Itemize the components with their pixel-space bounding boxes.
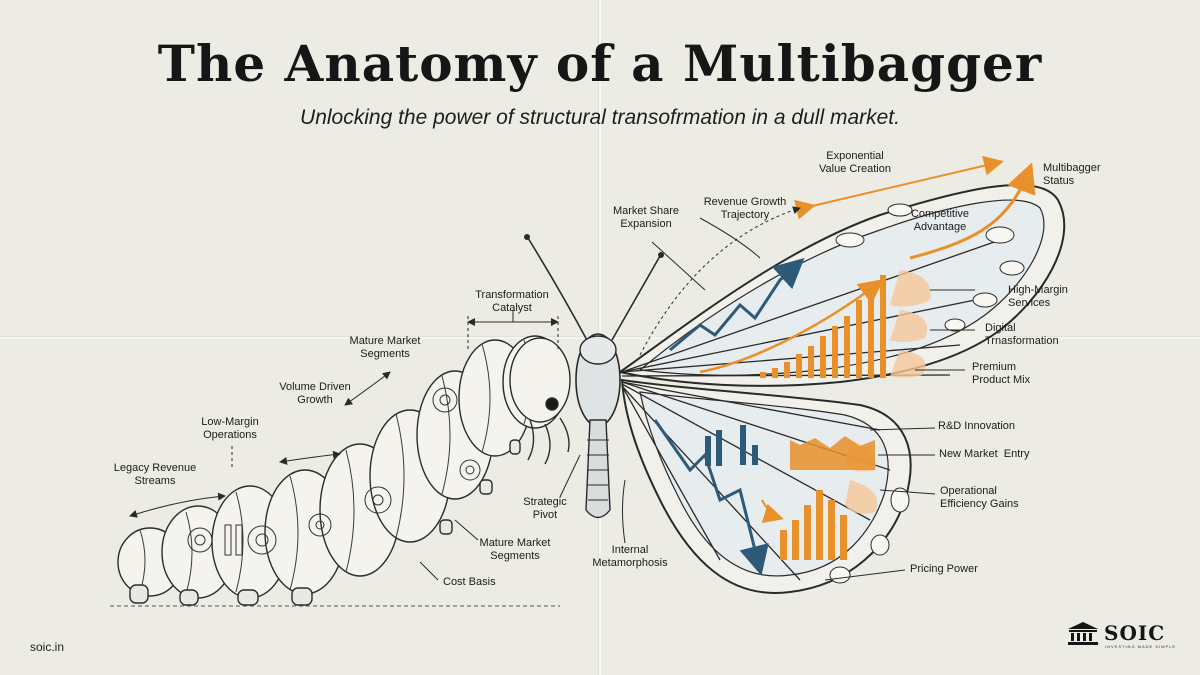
label-market-share: Market Share Expansion [612,205,680,230]
label-transformation-catalyst: Transformation Catalyst [475,289,549,314]
label-low-margin: Low-Margin Operations [201,416,259,441]
label-strategic-pivot: Strategic Pivot [523,496,567,521]
label-legacy-revenue: Legacy Revenue Streams [113,462,197,487]
brand-tagline: INVESTING MADE SIMPLE [1105,644,1177,649]
label-multibagger-status: Multibagger Status [1043,162,1101,187]
page-subtitle: Unlocking the power of structural transo… [300,106,900,129]
label-high-margin: High-Margin Services [1008,284,1068,309]
page-title: The Anatomy of a Multibagger [157,34,1043,93]
label-revenue-growth: Revenue Growth Trajectory [703,196,787,221]
label-cost-basis: Cost Basis [443,576,496,588]
label-pricing-power: Pricing Power [910,563,978,575]
callout-lines [129,155,1004,581]
label-operational-efficiency: Operational Efficiency Gains [940,485,1019,510]
soic-logo: SOIC INVESTING MADE SIMPLE [1066,620,1186,649]
label-mature-segments-top: Mature Market Segments [349,335,421,360]
label-exponential-value: Exponential Value Creation [819,150,891,175]
label-mature-segments-bottom: Mature Market Segments [479,537,551,562]
label-rnd-innovation: R&D Innovation [938,420,1016,432]
footer-url: soic.in [30,640,65,654]
label-volume-driven: Volume Driven Growth [279,381,351,406]
bank-building-icon [1068,622,1098,645]
label-premium-mix: Premium Product Mix [972,361,1031,386]
label-competitive-advantage: Competitive Advantage [910,208,970,233]
brand-name: SOIC [1104,621,1166,645]
caterpillar [110,335,571,607]
butterfly [524,162,1066,594]
label-digital-transformation: Digital Trnasformation [985,322,1059,347]
label-internal-metamorphosis: Internal Metamorphosis [592,544,668,569]
label-new-market-entry: New Market Entry [939,448,1030,460]
